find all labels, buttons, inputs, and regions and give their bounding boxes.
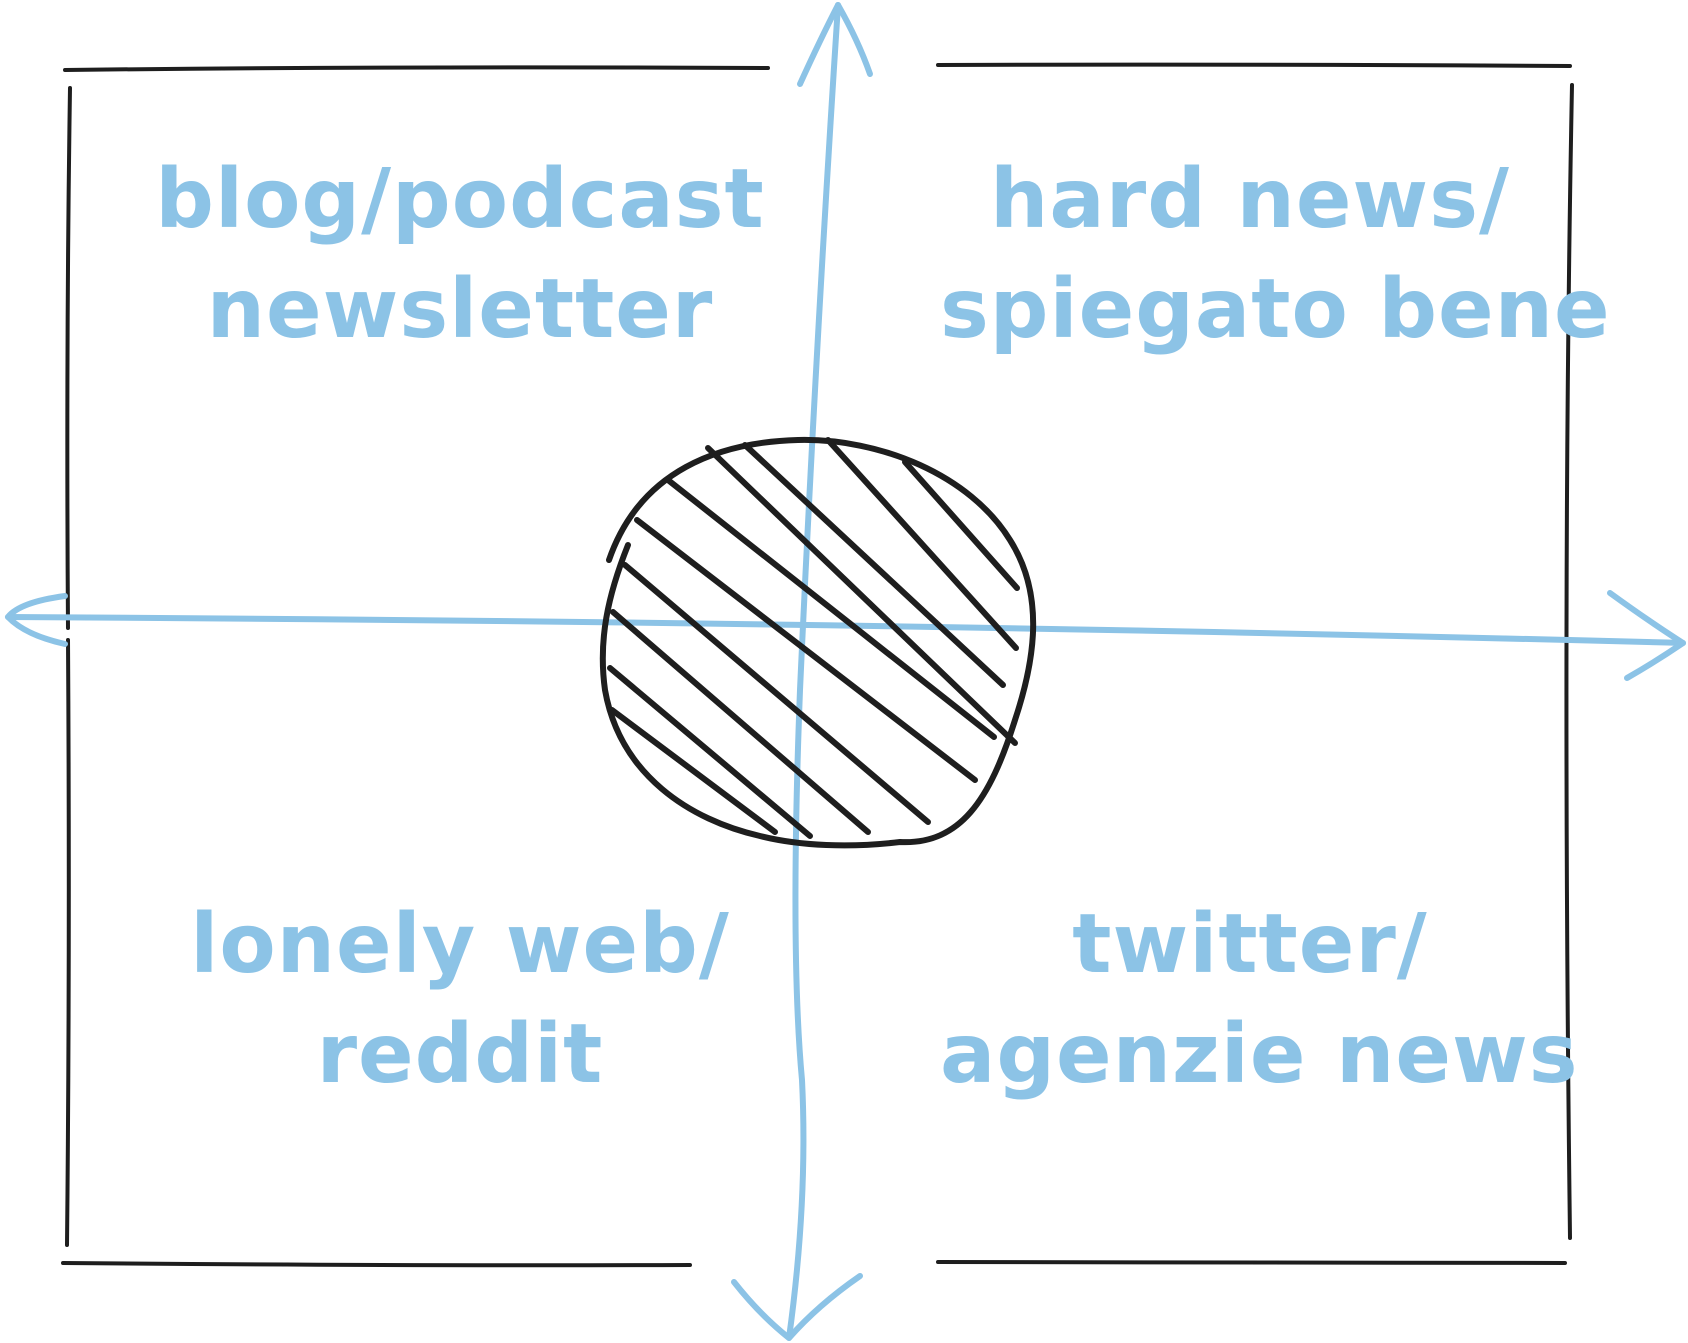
quadrant-bottom-right-line2: agenzie news [940,1007,1579,1102]
blob-hatching [607,437,1020,839]
quadrant-bottom-left-line2: reddit [316,1007,604,1102]
frame-right [1564,83,1574,1240]
quadrant-bottom-right-line1: twitter/ [1072,897,1428,992]
frame-top-right [936,62,1572,68]
vertical-axis [786,2,841,1341]
bottom-arrowhead [731,1273,863,1341]
quadrant-top-right-line2: spiegato bene [940,262,1611,357]
frame-bottom-right [936,1260,1567,1265]
blob-outline [599,436,1037,849]
left-arrowhead [5,593,68,647]
quadrant-top-left-line1: blog/podcast [155,152,765,247]
frame-top-left [63,65,770,72]
quadrant-top-left-label: blog/podcast newsletter [150,145,770,365]
top-arrowhead [797,2,873,87]
frame-left-upper [65,86,72,630]
horizontal-axis [5,614,1686,646]
right-arrowhead [1607,590,1686,681]
frame [61,62,1574,1268]
quadrant-top-right-line1: hard news/ [990,152,1510,247]
axes [5,2,1686,1341]
frame-left-lower [65,638,71,1247]
quadrant-bottom-left-label: lonely web/ reddit [150,890,770,1110]
quadrant-top-left-line2: newsletter [206,262,714,357]
quadrant-bottom-right-label: twitter/ agenzie news [940,890,1579,1110]
quadrant-top-right-label: hard news/ spiegato bene [940,145,1611,365]
frame-bottom-left [61,1261,692,1268]
quadrant-bottom-left-line1: lonely web/ [190,897,730,992]
center-blob [599,436,1037,849]
